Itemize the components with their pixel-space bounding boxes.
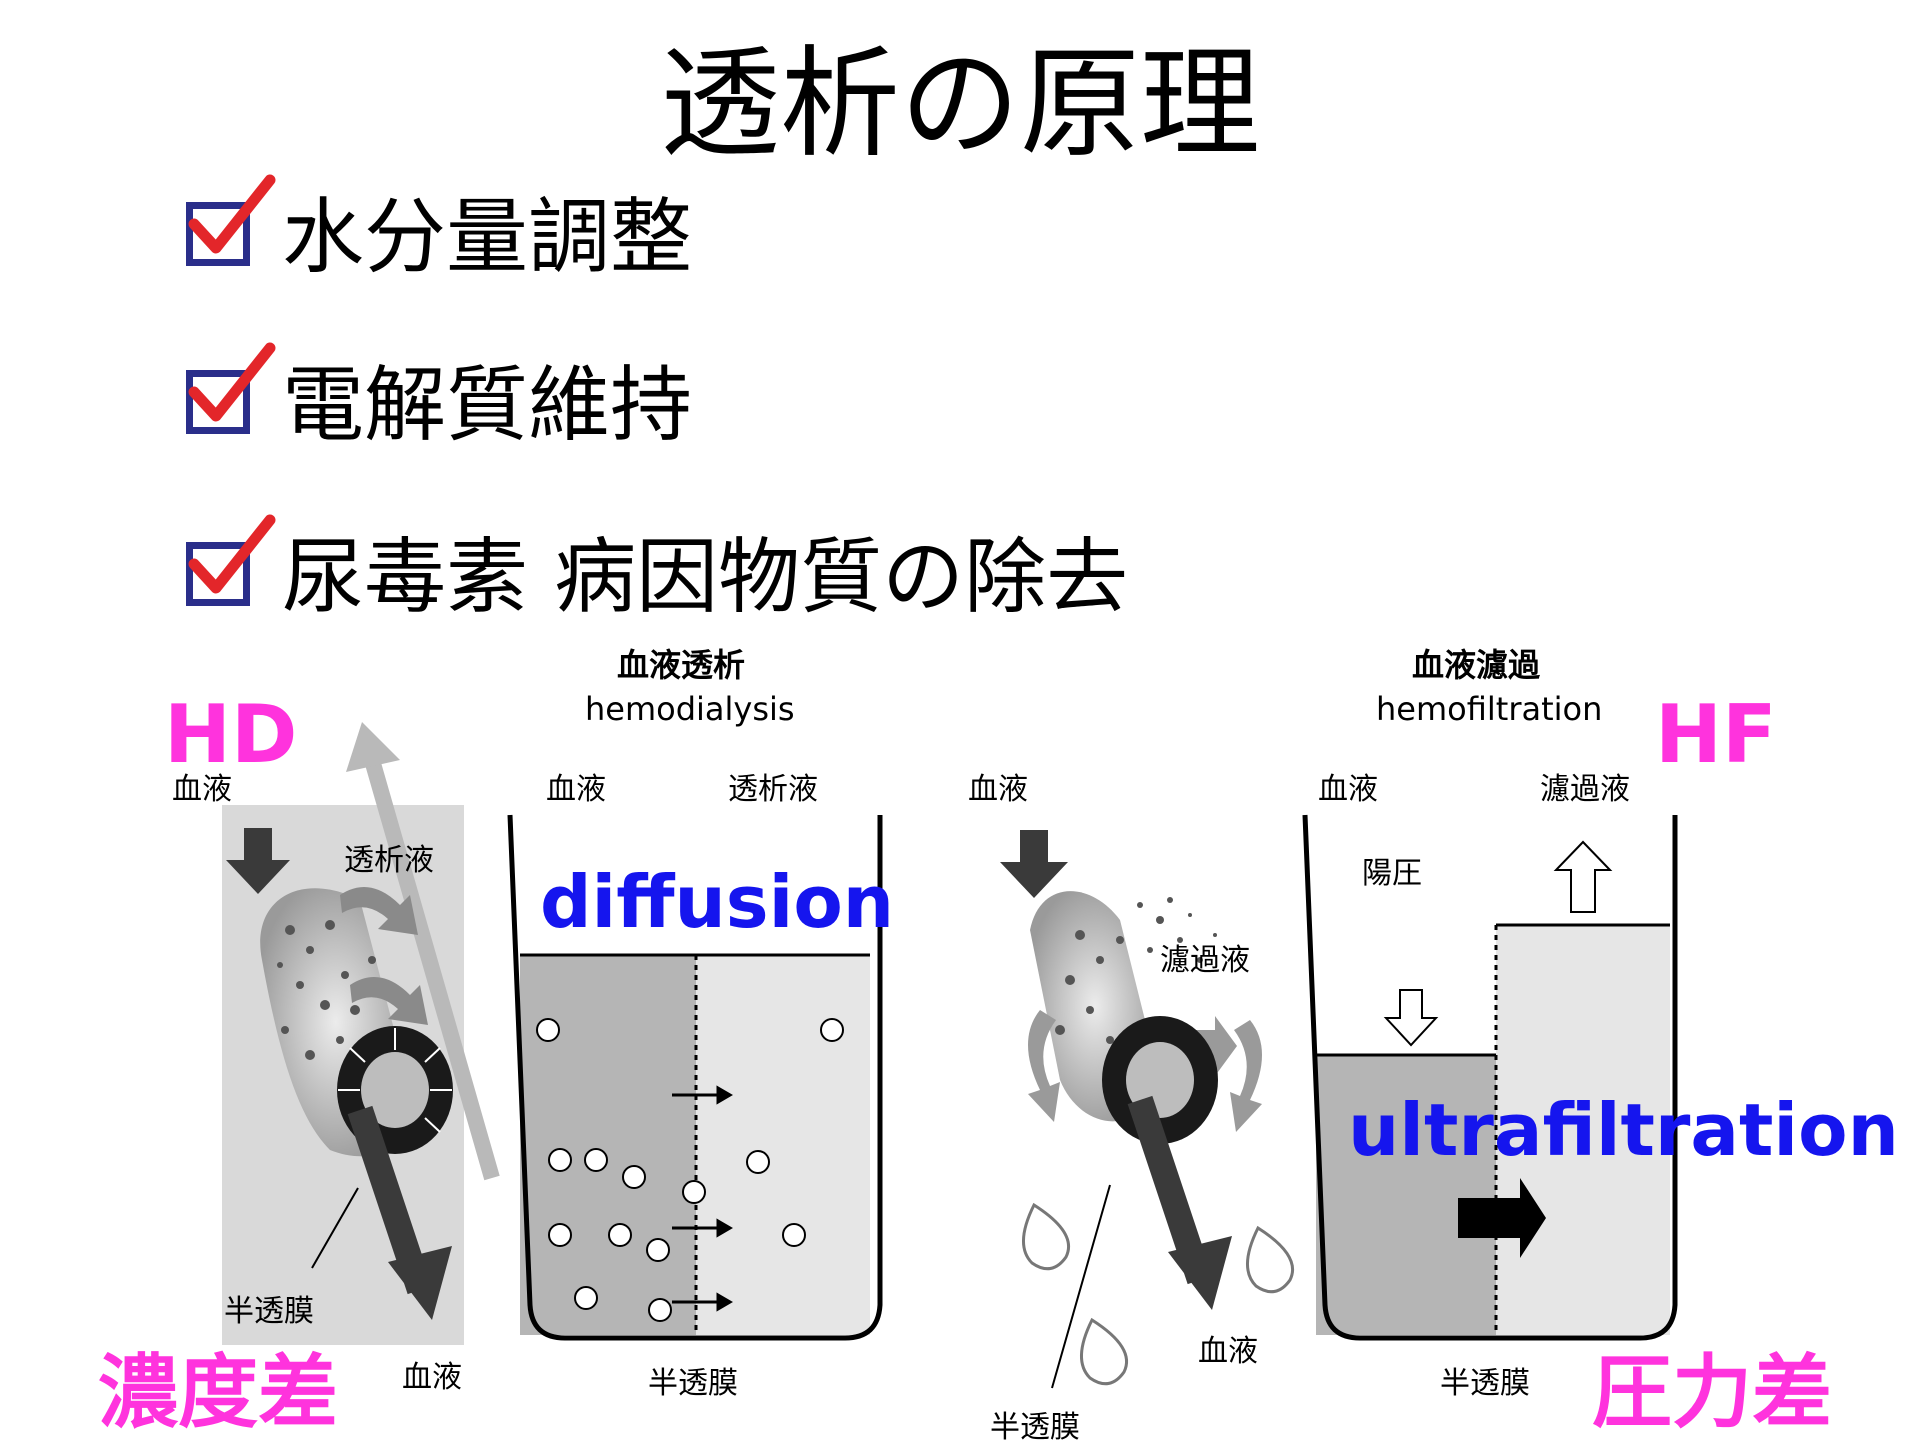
hf-pressure-label: 陽圧 bbox=[1362, 856, 1422, 891]
page-title: 透析の原理 bbox=[660, 35, 1260, 174]
hd-fiber-pores bbox=[277, 920, 376, 1060]
hf-tank-membrane-label: 半透膜 bbox=[1440, 1366, 1530, 1401]
hd-solute-particles bbox=[536, 1018, 844, 1322]
check-mark-icon bbox=[188, 514, 276, 594]
hf-tank-blood-label: 血液 bbox=[1318, 772, 1378, 807]
hf-membrane-pointer bbox=[1051, 1184, 1111, 1389]
hf-mechanism-label: ultrafiltration bbox=[1348, 1088, 1899, 1172]
bullet-text: 尿毒素 病因物質の除去 bbox=[282, 530, 1129, 625]
hd-dialysate-flow-arrow bbox=[364, 757, 500, 1181]
hf-header-ja: 血液濾過 bbox=[1412, 646, 1541, 684]
hd-tank-dialysate-label: 透析液 bbox=[728, 772, 818, 807]
hf-abbr: HF bbox=[1655, 688, 1777, 781]
hd-blood-compartment bbox=[520, 955, 696, 1335]
hf-tank-filtrate-label: 濾過液 bbox=[1540, 772, 1630, 807]
hf-filtrate-up-arrow bbox=[1553, 840, 1613, 913]
hd-fiber-dialysate-label: 透析液 bbox=[344, 843, 434, 878]
hd-header-ja: 血液透析 bbox=[617, 646, 746, 684]
hd-tank-membrane-label: 半透膜 bbox=[648, 1366, 738, 1401]
hd-membrane-pointer bbox=[311, 1187, 359, 1269]
hd-diffusion-arrows bbox=[672, 1085, 733, 1312]
check-mark-icon bbox=[188, 342, 276, 422]
hd-tank bbox=[507, 814, 883, 1341]
hf-pressure-down-arrow bbox=[1383, 989, 1439, 1047]
hd-header-en: hemodialysis bbox=[585, 690, 795, 728]
hf-tank bbox=[1302, 814, 1678, 1341]
hf-fiber-blood-in-label: 血液 bbox=[968, 772, 1028, 807]
hd-blood-in-arrow bbox=[226, 828, 290, 894]
hf-blood-compartment bbox=[1316, 1055, 1496, 1335]
bullet-text: 水分量調整 bbox=[282, 190, 693, 285]
check-mark-icon bbox=[188, 174, 276, 254]
hd-fiber-illustration bbox=[222, 722, 500, 1345]
hf-fiber-membrane-label: 半透膜 bbox=[990, 1410, 1080, 1445]
hf-tank-wall bbox=[1302, 814, 1678, 1341]
hf-driver-label: 圧力差 bbox=[1592, 1346, 1832, 1439]
hf-fiber-blood-out-label: 血液 bbox=[1198, 1334, 1258, 1369]
hf-fiber-illustration bbox=[1000, 830, 1295, 1389]
hd-side-arrows bbox=[340, 887, 428, 1025]
hf-filtrate-particles bbox=[1055, 897, 1217, 1044]
hd-dialysate-flow-arrowhead bbox=[346, 722, 400, 772]
bullet-text: 電解質維持 bbox=[282, 358, 693, 453]
hf-filtrate-compartment bbox=[1496, 925, 1670, 1335]
hd-tank-wall bbox=[507, 814, 883, 1341]
hd-fiber-blood-in-label: 血液 bbox=[172, 772, 232, 807]
hd-dialysate-compartment bbox=[696, 955, 870, 1335]
hf-header-en: hemofiltration bbox=[1376, 690, 1603, 728]
hd-abbr: HD bbox=[164, 688, 298, 781]
hd-tank-blood-label: 血液 bbox=[546, 772, 606, 807]
hd-fiber-membrane-label: 半透膜 bbox=[224, 1294, 314, 1329]
hf-fiber-filtrate-label: 濾過液 bbox=[1160, 943, 1250, 978]
hf-ultrafiltration-arrow bbox=[1458, 1178, 1546, 1258]
hf-filtrate-droplets bbox=[1022, 1202, 1295, 1386]
hf-blood-in-arrow bbox=[1000, 830, 1068, 898]
hd-fiber-blood-out-label: 血液 bbox=[402, 1360, 462, 1395]
hd-mechanism-label: diffusion bbox=[540, 860, 895, 944]
hd-driver-label: 濃度差 bbox=[98, 1346, 338, 1439]
